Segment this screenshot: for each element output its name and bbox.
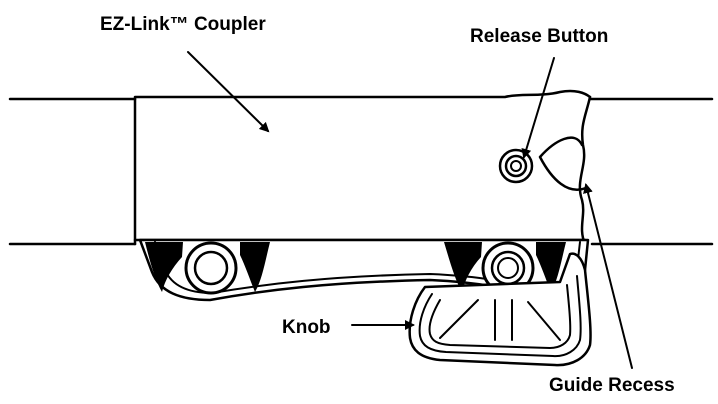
right-wheel-assembly bbox=[444, 241, 566, 295]
guide-recess-leader bbox=[583, 183, 633, 369]
left-wheel-assembly bbox=[145, 241, 270, 295]
release-button-label: Release Button bbox=[470, 26, 608, 47]
release-button bbox=[498, 148, 534, 184]
coupler-label: EZ-Link™ Coupler bbox=[100, 14, 266, 35]
coupler-leader bbox=[187, 51, 270, 133]
release-button-leader bbox=[521, 57, 555, 159]
guide-recess bbox=[538, 136, 588, 191]
guide-recess-label: Guide Recess bbox=[549, 375, 675, 396]
knob bbox=[408, 252, 592, 367]
knob-label: Knob bbox=[282, 317, 331, 338]
tube bbox=[8, 97, 714, 246]
